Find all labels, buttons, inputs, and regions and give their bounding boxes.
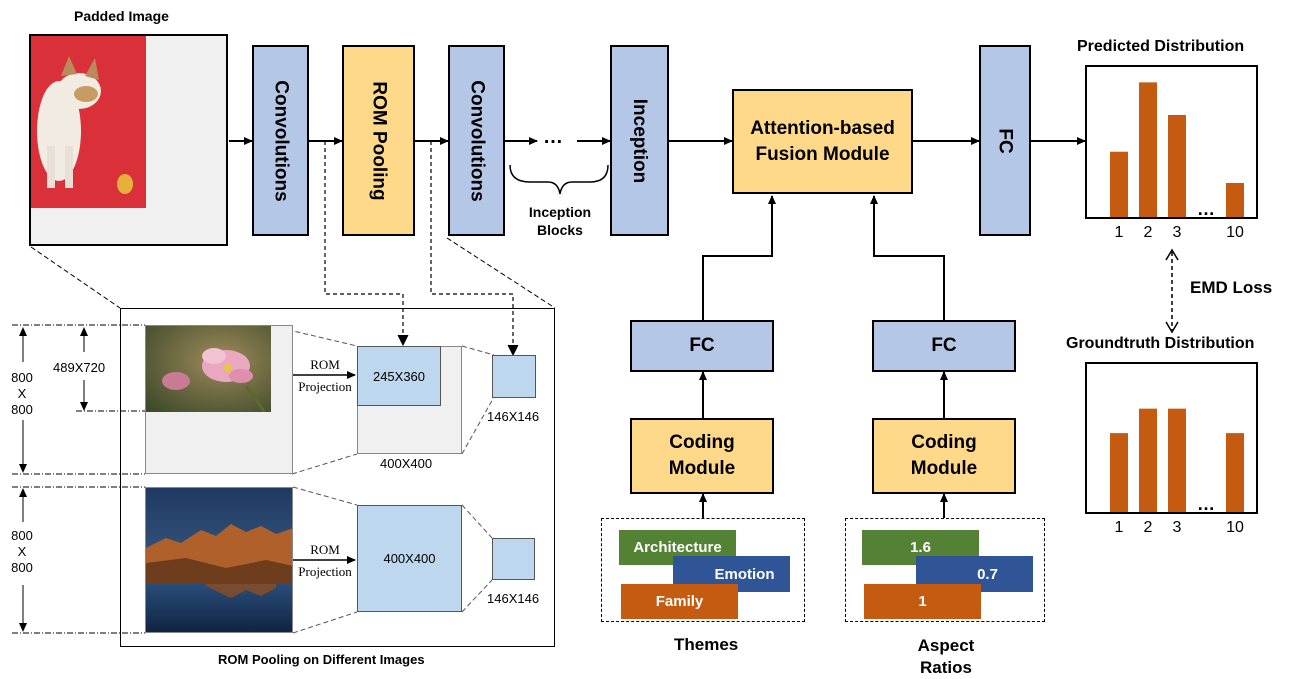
padded-image-frame — [29, 34, 228, 246]
predicted-distribution-chart: … — [1110, 82, 1244, 219]
aspect-ratios-label: Aspect Ratios — [917, 636, 975, 677]
rom-pooling-box: ROM Pooling — [342, 45, 415, 236]
coding-module-themes: Coding Module — [630, 418, 774, 494]
bar-10 — [1226, 433, 1244, 512]
tick-label-10: 10 — [1226, 519, 1244, 536]
zoom-line-left — [30, 246, 121, 309]
ellipsis-label: … — [1197, 494, 1215, 512]
dashed-rom-to-pooled — [324, 141, 404, 342]
bar-3 — [1168, 408, 1186, 512]
arrow-fc-themes-to-fusion — [702, 195, 776, 320]
bar-1 — [1110, 151, 1128, 217]
row2-output-size: 146X146 — [487, 591, 540, 606]
row2-output — [492, 538, 535, 580]
groundtruth-chart-frame: … — [1085, 362, 1258, 514]
ratios-input-group — [845, 518, 1045, 622]
bar-1 — [1110, 433, 1128, 512]
row1-pooled-outer-size: 400X400 — [380, 456, 433, 471]
predicted-tick-labels: 1 2 3 10 — [1115, 224, 1244, 241]
convolutions-box-1: Convolutions — [252, 45, 309, 236]
emd-loss-label: EMD Loss — [1190, 278, 1273, 297]
tick-label-3: 3 — [1173, 224, 1182, 241]
rom-panel-caption: ROM Pooling on Different Images — [218, 652, 425, 667]
cat-photo — [31, 36, 146, 208]
theme-tag-family: Family — [621, 584, 738, 619]
groundtruth-distribution-chart: … — [1110, 408, 1244, 514]
flower-photo — [146, 326, 271, 412]
fc-themes-box: FC — [630, 320, 774, 372]
row2-image — [145, 487, 293, 633]
inception-box: Inception — [610, 45, 669, 236]
row1-pooled-inner: 245X360 — [357, 346, 441, 406]
tick-label-2: 2 — [1144, 519, 1153, 536]
row2-pooled: 400X400 — [357, 505, 462, 612]
inception-label: Inception — [629, 98, 651, 183]
tick-label-3: 3 — [1173, 519, 1182, 536]
zoom-line-right2 — [446, 237, 556, 309]
row1-rom-projection: ROM Projection — [298, 357, 352, 394]
themes-label: Themes — [674, 635, 739, 654]
themes-input-group — [601, 518, 805, 622]
canyon-photo — [146, 488, 292, 632]
row2-outer-size: 800 X 800 — [11, 528, 33, 575]
arrow-fc-ratios-to-fusion — [870, 195, 945, 320]
rom-pooling-label: ROM Pooling — [368, 80, 390, 201]
groundtruth-distribution-title: Groundtruth Distribution — [1066, 335, 1255, 352]
tick-label-1: 1 — [1115, 224, 1124, 241]
fc-top-label: FC — [994, 127, 1016, 154]
convolutions-box-2: Convolutions — [448, 45, 505, 236]
pipeline-ellipsis: … — [543, 126, 563, 148]
padded-image-label: Padded Image — [74, 8, 169, 24]
fc-top-box: FC — [979, 45, 1031, 236]
groundtruth-tick-labels: 1 2 3 10 — [1115, 519, 1244, 536]
fc-ratios-box: FC — [872, 320, 1016, 372]
bar-3 — [1168, 115, 1186, 217]
ellipsis-label: … — [1197, 199, 1215, 217]
tick-label-10: 10 — [1226, 224, 1244, 241]
bar-2 — [1139, 82, 1157, 217]
convolutions-label-2: Convolutions — [466, 79, 488, 202]
tick-label-1: 1 — [1115, 519, 1124, 536]
inception-blocks-label: Inception Blocks — [528, 204, 592, 238]
ratio-tag-1: 1 — [864, 584, 981, 619]
bar-2 — [1139, 408, 1157, 512]
tick-label-2: 2 — [1144, 224, 1153, 241]
predicted-distribution-title: Predicted Distribution — [1077, 38, 1245, 55]
attention-fusion-module: Attention-based Fusion Module — [732, 89, 913, 194]
bar-10 — [1226, 183, 1244, 217]
row1-padded-image — [145, 325, 293, 474]
convolutions-label-1: Convolutions — [270, 79, 292, 202]
rom-pooling-panel — [120, 308, 555, 647]
predicted-chart-frame: … — [1085, 65, 1258, 219]
row1-output — [492, 355, 536, 398]
row2-rom-projection: ROM Projection — [298, 542, 352, 579]
row1-outer-size: 800 X 800 — [11, 370, 33, 417]
inception-brace — [509, 164, 609, 195]
coding-module-ratios: Coding Module — [872, 418, 1016, 494]
row1-output-size: 146X146 — [487, 409, 540, 424]
row1-inner-size: 489X720 — [53, 360, 106, 375]
